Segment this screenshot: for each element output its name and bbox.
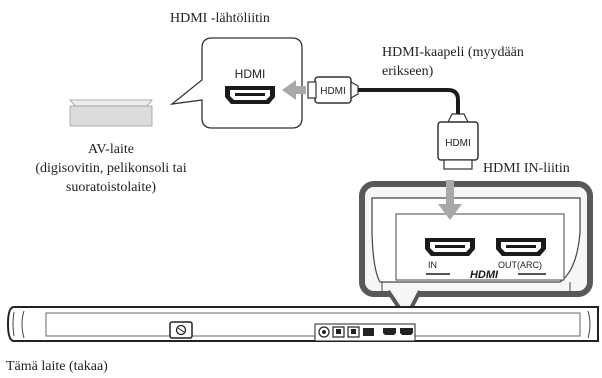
arrow-down-icon: [438, 180, 462, 220]
power-connector-icon: [169, 321, 193, 339]
av-device-label: AV-laite: [88, 142, 134, 157]
rear-panel-zoom: [359, 181, 593, 297]
hdmi-cable: [358, 88, 460, 114]
hdmi-out-arc-port-icon: [496, 238, 546, 256]
cable-plug-down-label: HDMI: [445, 138, 471, 149]
this-unit-rear-label: Tämä laite (takaa): [6, 359, 108, 374]
in-port-label: IN: [428, 260, 437, 270]
hdmi-output-port-icon: [225, 86, 275, 104]
hdmi-logo: HDMI: [426, 269, 546, 281]
hdmi-cable-label-line2: erikseen): [382, 64, 434, 79]
out-arc-port-label: OUT(ARC): [498, 260, 542, 270]
cable-plug-left-label: HDMI: [320, 86, 346, 97]
sound-bar-unit: [6, 306, 599, 342]
hdmi-cable-label-line1: HDMI-kaapeli (myydään: [382, 45, 524, 60]
hdmi-output-jack-label: HDMI -lähtöliitin: [170, 11, 270, 26]
hdmi-cable-plug-left: HDMI: [307, 76, 359, 104]
output-jack-callout: HDMI: [169, 37, 303, 129]
output-port-label: HDMI: [235, 67, 266, 81]
rear-connector-cluster: [314, 323, 416, 342]
arrow-left-icon: [282, 80, 306, 100]
av-device-desc-line1: (digisovitin, pelikonsoli tai: [35, 161, 186, 176]
hdmi-in-port-icon: [425, 238, 475, 256]
hdmi-logo-text: HDMI: [470, 269, 499, 281]
av-device-icon: [69, 99, 153, 127]
hdmi-cable-plug-down: HDMI: [437, 113, 479, 170]
hdmi-in-jack-label: HDMI IN-liitin: [483, 161, 570, 176]
av-device-desc-line2: suoratoistolaite): [66, 180, 157, 195]
